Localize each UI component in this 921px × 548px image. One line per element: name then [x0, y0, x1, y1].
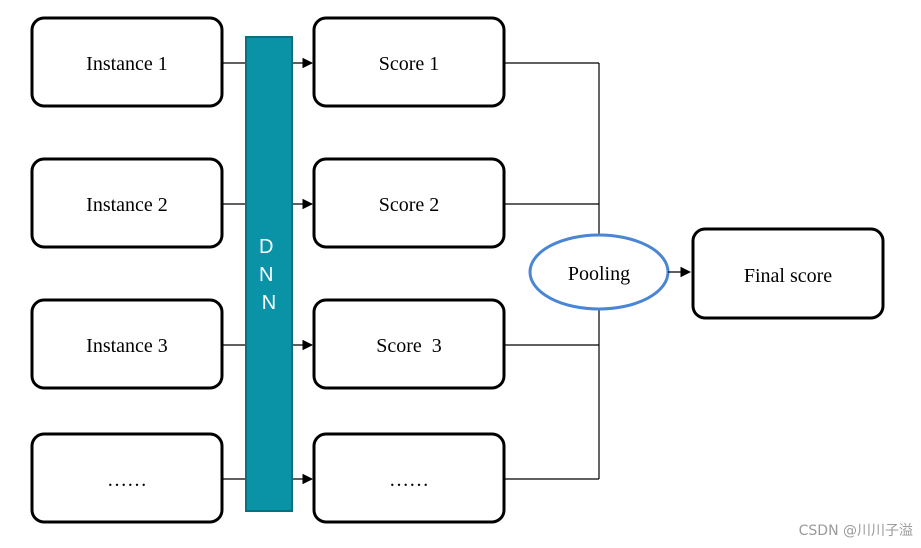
- score-label-2: Score 2: [379, 194, 440, 216]
- final-score-box: Final score: [691, 227, 885, 320]
- score-box-1: Score 1: [312, 16, 506, 108]
- instance-label-1: Instance 1: [86, 53, 168, 75]
- dnn-letter-1: D: [259, 236, 273, 258]
- dnn-letter-2: N: [259, 264, 273, 286]
- pooling-label: Pooling: [568, 263, 630, 285]
- dnn-label: D N N: [259, 236, 279, 314]
- score-box-3: Score 3: [312, 298, 506, 390]
- dnn-bar: D N N: [245, 36, 293, 512]
- final-score-label: Final score: [744, 265, 832, 287]
- instance-box-more: ……: [30, 432, 224, 524]
- score-box-2: Score 2: [312, 157, 506, 249]
- instance-label-2: Instance 2: [86, 194, 168, 216]
- dnn-bar-rect: [245, 36, 293, 512]
- score-label-3: Score 3: [376, 335, 442, 357]
- instance-box-3: Instance 3: [30, 298, 224, 390]
- dnn-letter-3: N: [262, 292, 276, 314]
- score-label-more: ……: [389, 469, 429, 491]
- instance-box-1: Instance 1: [30, 16, 224, 108]
- instance-box-2: Instance 2: [30, 157, 224, 249]
- score-box-more: ……: [312, 432, 506, 524]
- pooling-node: Pooling: [528, 233, 670, 311]
- score-label-1: Score 1: [379, 53, 440, 75]
- watermark-text: CSDN @川川子溢: [799, 523, 913, 539]
- instance-label-more: ……: [107, 469, 147, 491]
- score-to-pooling-connectors: [504, 62, 600, 480]
- instance-label-3: Instance 3: [86, 335, 168, 357]
